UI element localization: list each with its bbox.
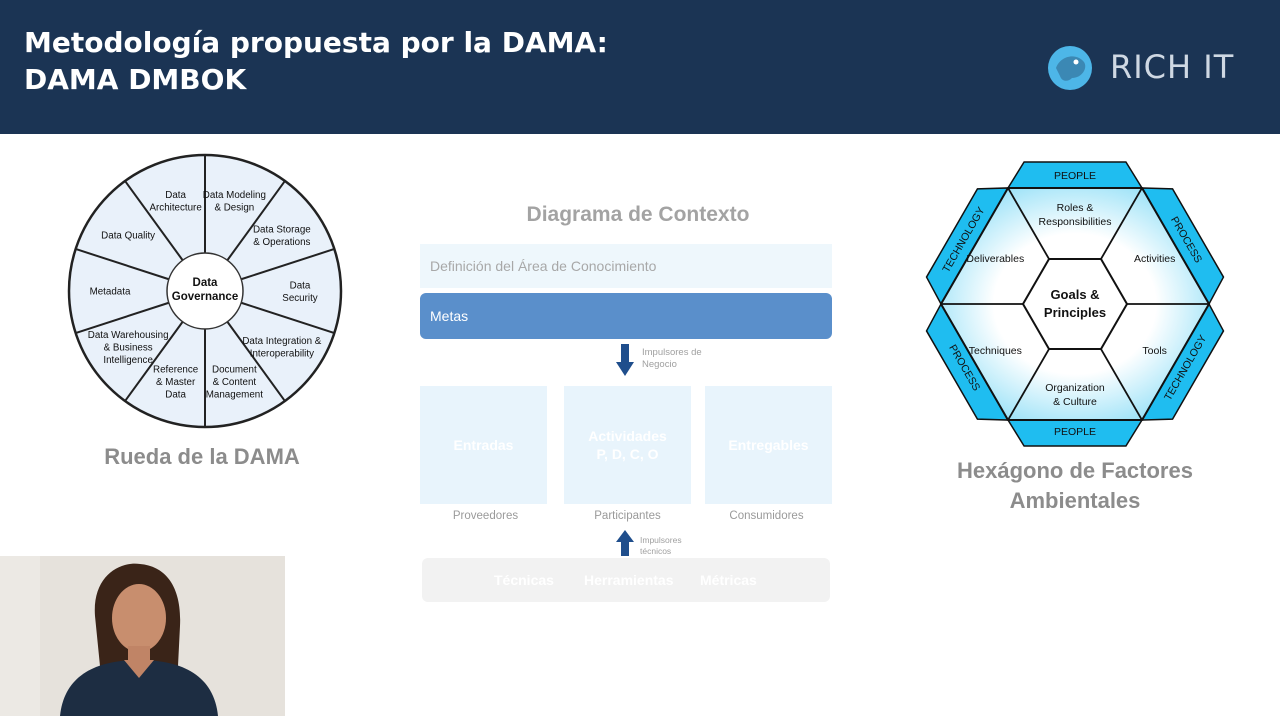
wheel-segment-label: Data Quality [101, 231, 155, 242]
wheel-segment-label: & Business [104, 342, 153, 353]
hexagon-inner-label: & Culture [1053, 396, 1097, 408]
hexagon-center-line-2: Principles [1044, 305, 1106, 320]
hexagon-center [1021, 257, 1129, 351]
hexagon-inner-label: Tools [1142, 345, 1167, 357]
rich-it-logo-icon [1048, 46, 1092, 90]
wheel-divider [75, 301, 170, 334]
hexagon-inner-label: Organization [1045, 382, 1105, 394]
wheel-segment-label: Data Warehousing [88, 330, 169, 341]
wheel-segment-label: & Design [214, 202, 254, 213]
hexagon-spoke [1100, 187, 1143, 260]
activities-box: Actividades P, D, C, O [564, 386, 691, 504]
activities-pdco-label: P, D, C, O [596, 446, 659, 462]
presenter-image [0, 556, 285, 716]
knowledge-area-definition: Definición del Área de Conocimiento [420, 244, 832, 288]
hexagon-caption-line-2: Ambientales [1009, 488, 1141, 513]
wheel-segment-label: & Master [156, 377, 196, 388]
technical-drivers-label: Impulsores técnicos [640, 535, 682, 557]
inputs-box: Entradas [420, 386, 547, 504]
tools-bar [422, 558, 830, 602]
slide-title: Metodología propuesta por la DAMA: DAMA … [24, 24, 608, 98]
hexagon-inner-label: Deliverables [966, 253, 1024, 265]
wheel-divider [240, 301, 335, 334]
hexagon-inner-label: Techniques [969, 345, 1022, 357]
hexagon-inner [939, 186, 1211, 422]
wheel-divider [124, 180, 184, 261]
hexagon-spoke [1007, 187, 1050, 260]
wheel-segment-label: Management [206, 389, 263, 400]
wheel-segment-label: Security [282, 293, 317, 304]
technical-drivers-line-1: Impulsores [640, 535, 682, 545]
business-drivers-label: Impulsores de Negocio [642, 347, 702, 371]
business-drivers-line-2: Negocio [642, 359, 677, 370]
hexagon-spoke [1100, 348, 1143, 421]
wheel-segment-label: Document [212, 364, 257, 375]
wheel-divider [240, 248, 335, 281]
wheel-segment-label: Data [165, 389, 186, 400]
hexagon-inner-label: Responsibilities [1039, 216, 1112, 228]
activities-label: Actividades [588, 428, 667, 444]
wheel-segment-label: Metadata [90, 287, 131, 298]
slide-title-line-1: Metodología propuesta por la DAMA: [24, 26, 608, 59]
wheel-caption: Rueda de la DAMA [104, 444, 300, 469]
suppliers-label: Proveedores [452, 510, 519, 522]
techniques-label: Técnicas [494, 572, 554, 588]
wheel-segment-label: Reference [153, 364, 199, 375]
wheel-segment-label: & Content [213, 377, 257, 388]
wheel-divider [124, 321, 184, 402]
wheel-segment-label: Data Modeling [203, 190, 266, 201]
hexagon-center-line-1: Goals & [1050, 287, 1099, 302]
wheel-center [166, 252, 244, 330]
technical-drivers-line-2: técnicos [640, 546, 672, 556]
wheel-segment-label: Intelligence [103, 355, 153, 366]
deliverables-label: Entregables [728, 437, 809, 453]
hexagon-outer-label: PEOPLE [1054, 170, 1096, 182]
hexagon-outer-bands [925, 161, 1225, 447]
wheel-segment-label: & Operations [253, 237, 310, 248]
environmental-factors-hexagon: Roles & ResponsibilitiesActivitiesToolsOr… [925, 161, 1225, 447]
wheel-segment-label: Architecture [150, 202, 203, 213]
wheel-center-line-2: Governance [172, 291, 238, 303]
inputs-label: Entradas [453, 437, 514, 453]
slide-title-line-2: DAMA DMBOK [24, 63, 247, 96]
wheel-divider [75, 248, 170, 281]
arrow-down-icon [616, 344, 634, 376]
metrics-label: Métricas [700, 572, 757, 588]
presenter-webcam [0, 556, 285, 716]
wheel-divider [226, 180, 286, 261]
hexagon-inner-label: Activities [1134, 253, 1175, 265]
participants-label: Participantes [594, 510, 661, 522]
deliverables-box: Entregables [705, 386, 832, 504]
logo-text: RICH IT [1110, 48, 1235, 86]
hexagon-caption: Hexágono de Factores Ambientales [930, 456, 1220, 516]
wheel-segment-label: Data [165, 190, 186, 201]
wheel-segment-label: Data Integration & [242, 336, 321, 347]
business-drivers-line-1: Impulsores de [642, 347, 702, 358]
wheel-center-line-1: Data [193, 277, 219, 289]
hexagon-outer-label: PEOPLE [1054, 426, 1096, 438]
hexagon-spoke [1007, 348, 1050, 421]
wheel-divider [226, 321, 286, 402]
consumers-label: Consumidores [729, 510, 804, 522]
context-diagram-title: Diagrama de Contexto [526, 203, 750, 226]
tools-label: Herramientas [584, 572, 674, 588]
hexagon-inner-label: Roles & [1057, 202, 1094, 214]
wheel-segment-label: Interoperability [250, 349, 314, 360]
wheel-segment-label: Data [290, 280, 311, 291]
wheel-segment-label: Data Storage [253, 224, 311, 235]
arrow-up-icon [616, 530, 634, 556]
goals-bar: Metas [420, 293, 832, 339]
hexagon-caption-line-1: Hexágono de Factores [957, 458, 1193, 483]
